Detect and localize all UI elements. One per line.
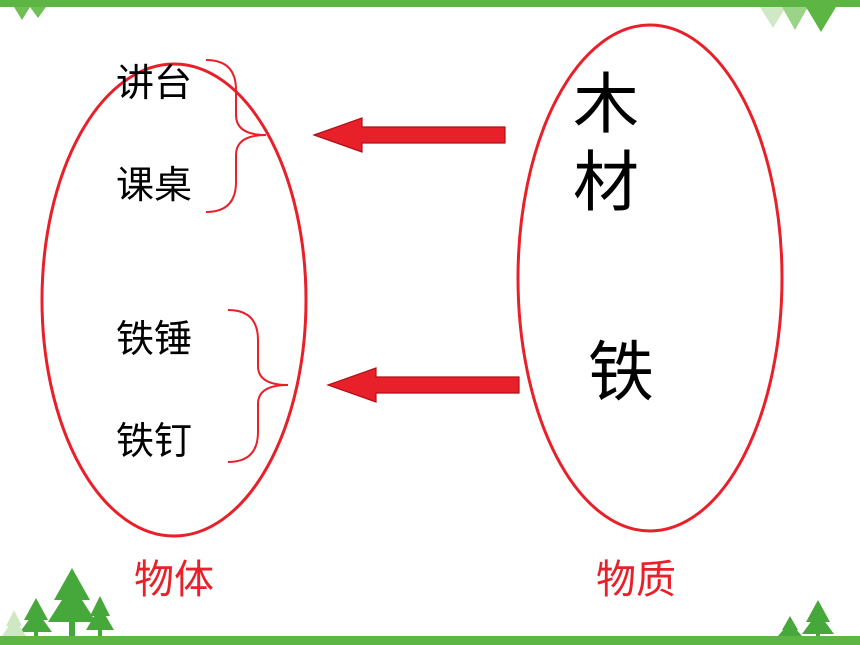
pine-tree-icon	[20, 568, 114, 636]
substance-ellipse	[516, 23, 784, 533]
item-desk: 课桌	[116, 163, 193, 207]
triangle-garland-icon	[760, 7, 836, 32]
bottom-border-bar	[0, 636, 860, 645]
top-border-bar	[0, 0, 860, 7]
item-hammer: 铁锤	[116, 317, 193, 361]
item-lectern: 讲台	[116, 61, 193, 105]
pine-tree-icon	[778, 600, 834, 636]
arrow-iron-to-objects	[326, 367, 520, 403]
object-ellipse	[40, 62, 308, 538]
pine-tree-icon	[2, 610, 26, 636]
item-nail: 铁钉	[116, 419, 193, 463]
caption-objects: 物体	[134, 557, 214, 603]
material-iron: 铁	[588, 334, 654, 411]
brace-iron-group	[227, 309, 289, 463]
triangle-garland-icon	[14, 7, 46, 20]
caption-substances: 物质	[596, 557, 676, 603]
material-wood: 木材	[573, 66, 639, 221]
brace-wood-group	[205, 59, 267, 213]
arrow-wood-to-objects	[312, 117, 506, 153]
